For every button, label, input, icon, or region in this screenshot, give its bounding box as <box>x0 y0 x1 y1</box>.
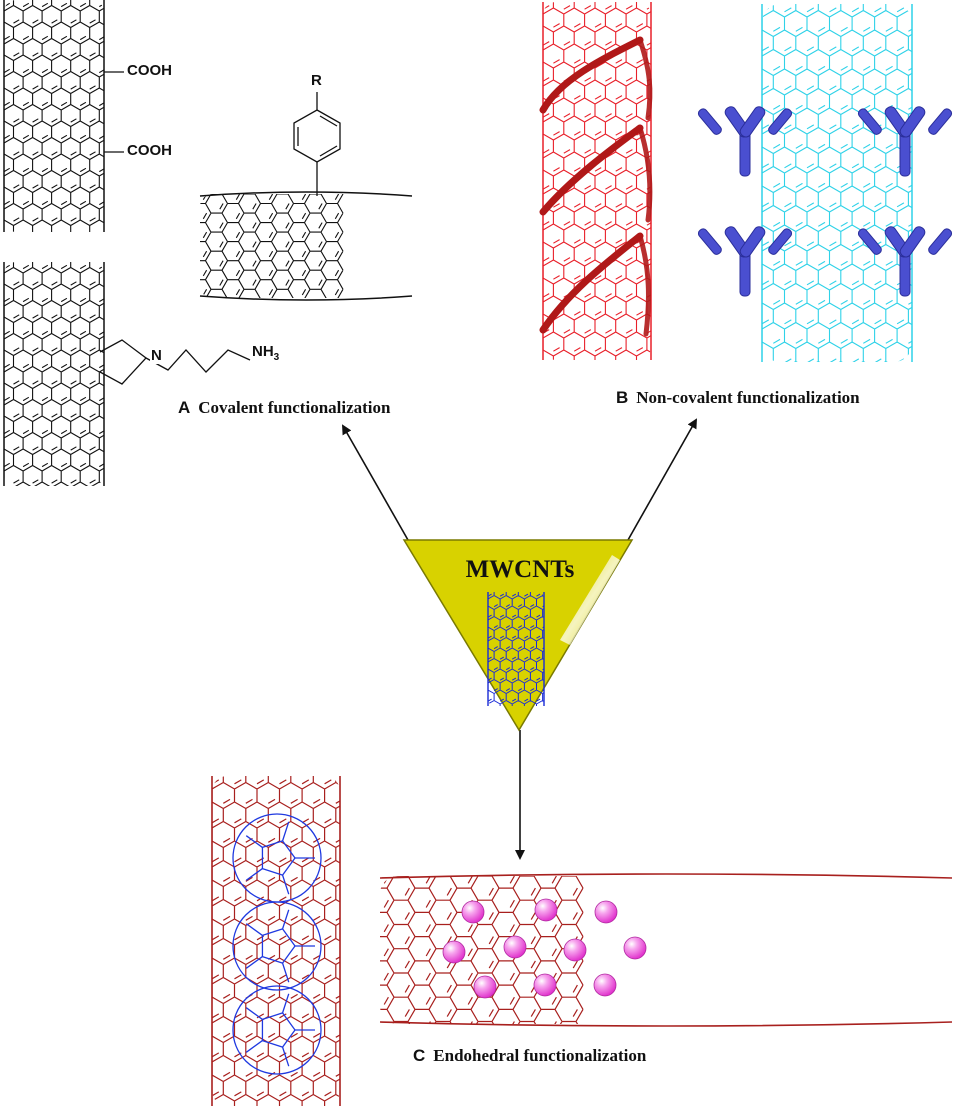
mwcnt-label: MWCNTs <box>465 556 575 583</box>
metal-filled-tube <box>379 873 953 1027</box>
encapsulated-spheres <box>442 898 647 999</box>
amine-functionalized-tube <box>3 262 105 486</box>
mwcnt-tube-icon <box>487 592 545 706</box>
encapsulated-sphere <box>461 900 485 924</box>
antibody-tube <box>761 4 913 362</box>
encapsulated-sphere <box>442 940 466 964</box>
peapod-tube <box>211 776 341 1106</box>
aryl-functionalized-tube <box>199 191 413 301</box>
pyrrolidine-ring <box>99 339 251 385</box>
cooh-top-label: COOH <box>127 62 172 79</box>
antibodies <box>697 106 953 297</box>
phenyl-ring <box>293 92 341 196</box>
encapsulated-sphere <box>533 973 557 997</box>
encapsulated-sphere <box>503 935 527 959</box>
r-group-label: R <box>311 72 322 89</box>
encapsulated-sphere <box>473 975 497 999</box>
polymer-ribbon <box>539 36 653 337</box>
nitrogen-label: N <box>150 347 163 364</box>
cooh-bottom-label: COOH <box>127 142 172 159</box>
cooh-bonds <box>104 71 124 153</box>
encapsulated-sphere <box>593 973 617 997</box>
encapsulated-sphere <box>594 900 618 924</box>
amine-label: NH3 <box>252 343 280 363</box>
arrow-to-covalent <box>342 424 409 541</box>
arrow-to-noncovalent <box>627 418 697 541</box>
encapsulated-sphere <box>563 938 587 962</box>
cooh-functionalized-tube <box>3 0 105 232</box>
encapsulated-sphere <box>534 898 558 922</box>
mwcnt-triangle <box>402 539 634 732</box>
encapsulated-sphere <box>623 936 647 960</box>
